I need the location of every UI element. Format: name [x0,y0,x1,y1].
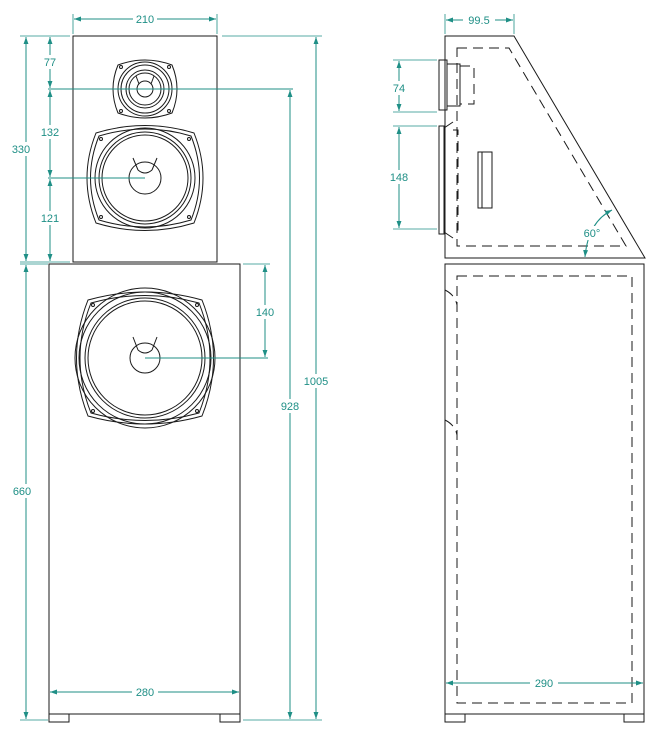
dim-total-height: 1005 [304,376,328,388]
top-cabinet-side [444,35,646,259]
dim-baffle-angle: 60° [584,228,601,240]
front-view: 210 280 77 132 121 330 660 140 928 [6,12,330,723]
dim-side-tweeter: 74 [393,83,405,95]
top-cabinet-front [72,35,218,263]
top-cabinet-inner-hidden [456,47,627,247]
dim-bottom-height: 660 [13,486,31,498]
front-left-foot [48,713,70,723]
bottom-cabinet-side [444,263,645,715]
side-view: 99.5 74 148 60° 290 [388,13,646,723]
midrange-side-profile [438,125,445,235]
dim-top-depth: 99.5 [468,15,489,27]
dim-mid-to-bottom: 121 [41,213,59,225]
bottom-cabinet-front [48,263,241,715]
side-left-foot [444,713,466,723]
tweeter-side-profile [438,59,448,111]
dim-tweeter-offset: 77 [44,57,56,69]
dim-top-width: 210 [136,14,154,26]
dim-woofer-offset: 140 [256,307,274,319]
woofer-side-profile [444,289,458,436]
dim-top-height: 330 [12,144,30,156]
dim-tweeter-to-mid: 132 [41,127,59,139]
dim-bottom-depth: 290 [535,678,553,690]
dim-bottom-width: 280 [136,687,154,699]
dim-side-midrange: 148 [390,172,408,184]
midrange-magnet [477,151,493,209]
dim-tweeter-height: 928 [281,401,299,413]
bottom-cabinet-inner-hidden [456,275,633,704]
front-right-foot [219,713,241,723]
side-right-foot [623,713,645,723]
